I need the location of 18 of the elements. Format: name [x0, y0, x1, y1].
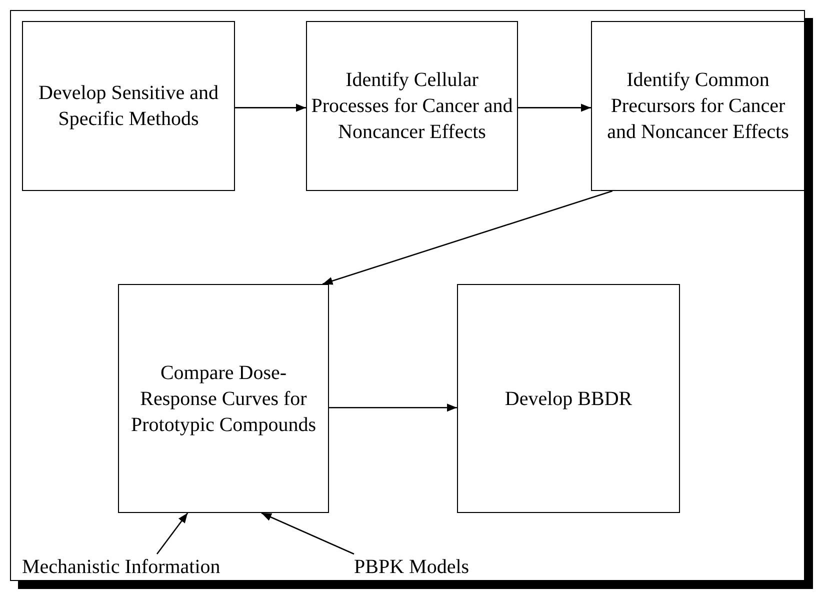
- arrow: [329, 404, 457, 412]
- process-box: [457, 284, 680, 513]
- arrow: [235, 104, 306, 112]
- arrow: [322, 190, 613, 285]
- process-box: [118, 284, 329, 513]
- box-text: Compare Dose-Response Curves for Prototypic Compounds: [130, 360, 317, 438]
- process-box: [22, 21, 235, 191]
- arrow: [156, 512, 188, 554]
- box-text: Identify Cellular Processes for Cancer and Noncancer Effects: [311, 68, 513, 145]
- arrow: [518, 104, 591, 112]
- input-label: Mechanistic Information: [22, 556, 220, 578]
- box-text: Identify Common Precursors for Cancer and Noncancer Effects: [606, 68, 790, 145]
- input-label: PBPK Models: [354, 556, 470, 578]
- process-box: [591, 21, 805, 191]
- box-text: Develop Sensitive and Specific Methods: [38, 81, 220, 132]
- box-text: Develop BBDR: [504, 386, 632, 412]
- arrow: [261, 512, 354, 555]
- process-box: [306, 21, 518, 191]
